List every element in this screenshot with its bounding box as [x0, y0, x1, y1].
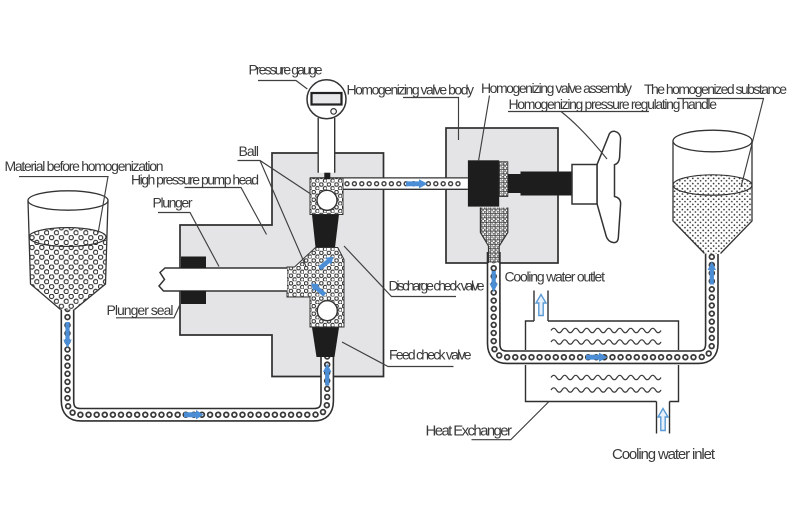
svg-text:Feed check valve: Feed check valve — [389, 346, 472, 362]
svg-text:Plunger: Plunger — [153, 195, 193, 211]
svg-text:Homogenizing valve assembly: Homogenizing valve assembly — [481, 80, 632, 96]
svg-text:Discharge check valve: Discharge check valve — [389, 278, 485, 294]
svg-text:Cooling water outlet: Cooling water outlet — [505, 269, 606, 285]
svg-text:Heat Exchanger: Heat Exchanger — [426, 422, 513, 439]
svg-text:Pressure gauge: Pressure gauge — [249, 62, 323, 78]
svg-text:Homogenizing valve body: Homogenizing valve body — [347, 82, 475, 98]
svg-text:Ball: Ball — [239, 143, 260, 159]
svg-text:Material before homogenization: Material before homogenization — [5, 158, 164, 174]
svg-text:High pressure pump head: High pressure pump head — [131, 172, 259, 188]
svg-text:Plunger seal: Plunger seal — [107, 302, 174, 318]
svg-text:Homogenizing pressure regulati: Homogenizing pressure regulating handle — [509, 96, 718, 112]
svg-text:Cooling water inlet: Cooling water inlet — [612, 446, 716, 463]
svg-text:The homogenized substance: The homogenized substance — [644, 81, 787, 97]
